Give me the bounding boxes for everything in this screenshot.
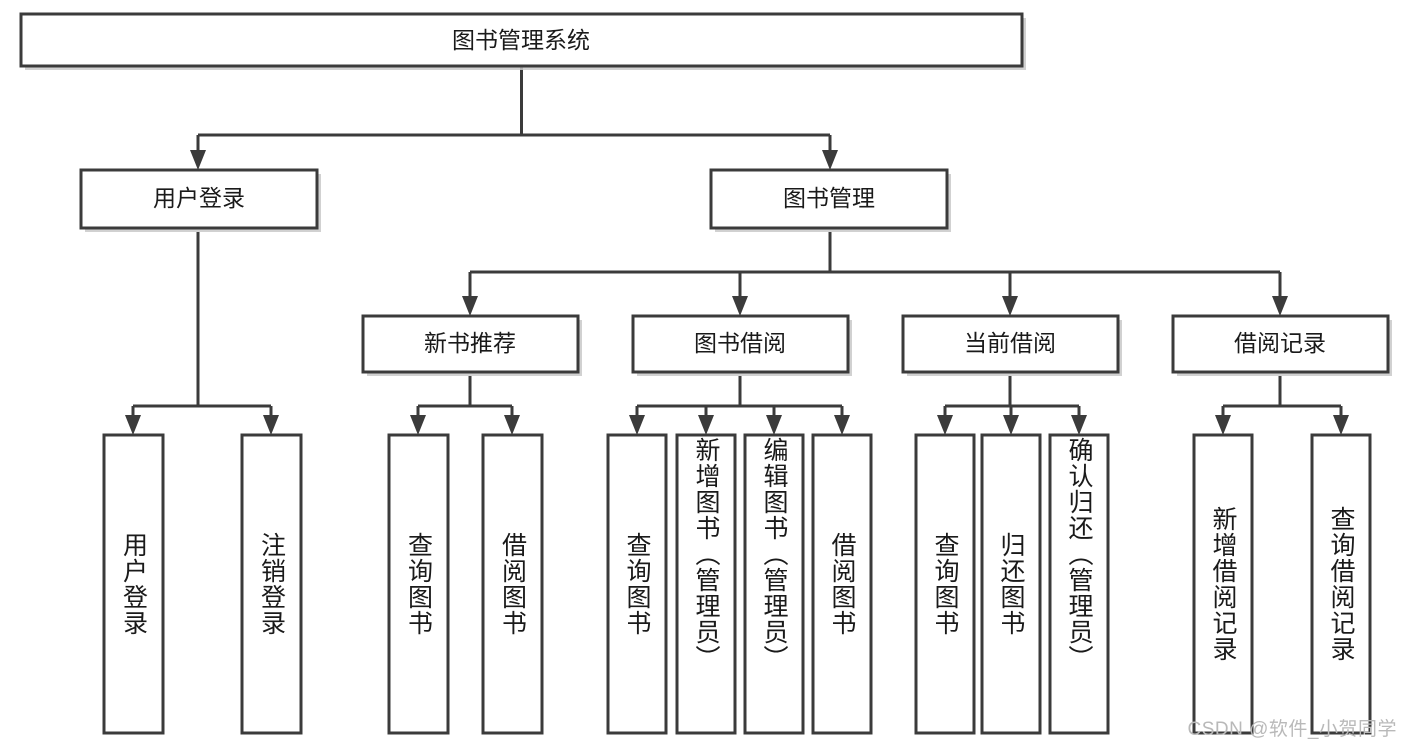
leaf-box-query-book-2[interactable] bbox=[606, 433, 668, 735]
leaf-box-add-book[interactable] bbox=[675, 433, 737, 735]
leaf-box-return-book[interactable] bbox=[980, 433, 1042, 735]
arrow-book-borrow bbox=[732, 296, 748, 316]
node-book-borrow[interactable]: 图书借阅 bbox=[631, 314, 852, 376]
arrow-leaf-logout bbox=[263, 415, 279, 435]
node-new-book[interactable]: 新书推荐 bbox=[361, 314, 582, 376]
leaf-box-borrow-book-1[interactable] bbox=[481, 433, 544, 735]
leaf-box-logout[interactable] bbox=[240, 433, 303, 735]
user-login-label: 用户登录 bbox=[153, 185, 245, 211]
arrow-leaf-confirm-return bbox=[1071, 415, 1087, 435]
book-borrow-box[interactable] bbox=[631, 314, 850, 374]
leaf-box-add-record[interactable] bbox=[1192, 433, 1254, 735]
current-borrow-label: 当前借阅 bbox=[964, 330, 1056, 356]
arrow-leaf-add-book bbox=[698, 415, 714, 435]
leaf-box-query-book-3[interactable] bbox=[914, 433, 976, 735]
book-manage-label: 图书管理 bbox=[783, 185, 875, 211]
arrow-leaf-return-book bbox=[1003, 415, 1019, 435]
user-login-box[interactable] bbox=[79, 168, 319, 230]
arrow-borrow-record bbox=[1272, 296, 1288, 316]
leaf-box-query-book-1[interactable] bbox=[387, 433, 450, 735]
node-book-manage[interactable]: 图书管理 bbox=[709, 168, 951, 232]
leaf-boxes bbox=[102, 433, 1372, 735]
borrow-record-label: 借阅记录 bbox=[1234, 330, 1326, 356]
arrow-leaf-query-book-1 bbox=[410, 415, 426, 435]
arrow-new-book bbox=[462, 296, 478, 316]
node-borrow-record[interactable]: 借阅记录 bbox=[1171, 314, 1392, 376]
borrow-record-box[interactable] bbox=[1171, 314, 1390, 374]
arrow-leaf-query-book-3 bbox=[937, 415, 953, 435]
leaf-box-edit-book[interactable] bbox=[743, 433, 805, 735]
arrow-leaf-borrow-book-2 bbox=[834, 415, 850, 435]
arrow-leaf-user-login bbox=[125, 415, 141, 435]
root-box[interactable] bbox=[19, 12, 1024, 68]
node-root[interactable]: 图书管理系统 bbox=[19, 12, 1026, 70]
arrow-leaf-query-record bbox=[1333, 415, 1349, 435]
arrow-leaf-add-record bbox=[1215, 415, 1231, 435]
leaf-box-query-record[interactable] bbox=[1310, 433, 1372, 735]
arrow-user-login bbox=[190, 150, 206, 170]
arrow-book-manage bbox=[822, 150, 838, 170]
node-user-login[interactable]: 用户登录 bbox=[79, 168, 321, 232]
leaf-box-confirm-return[interactable] bbox=[1048, 433, 1110, 735]
book-manage-box[interactable] bbox=[709, 168, 949, 230]
node-current-borrow[interactable]: 当前借阅 bbox=[901, 314, 1122, 376]
leaf-box-borrow-book-2[interactable] bbox=[811, 433, 873, 735]
leaf-box-user-login[interactable] bbox=[102, 433, 165, 735]
new-book-label: 新书推荐 bbox=[424, 330, 516, 356]
arrow-leaf-query-book-2 bbox=[629, 415, 645, 435]
new-book-box[interactable] bbox=[361, 314, 580, 374]
connector-group bbox=[125, 66, 1349, 435]
arrow-current-borrow bbox=[1002, 296, 1018, 316]
arrow-leaf-borrow-book-1 bbox=[504, 415, 520, 435]
root-label: 图书管理系统 bbox=[452, 27, 590, 53]
book-borrow-label: 图书借阅 bbox=[694, 330, 786, 356]
current-borrow-box[interactable] bbox=[901, 314, 1120, 374]
arrow-leaf-edit-book bbox=[766, 415, 782, 435]
